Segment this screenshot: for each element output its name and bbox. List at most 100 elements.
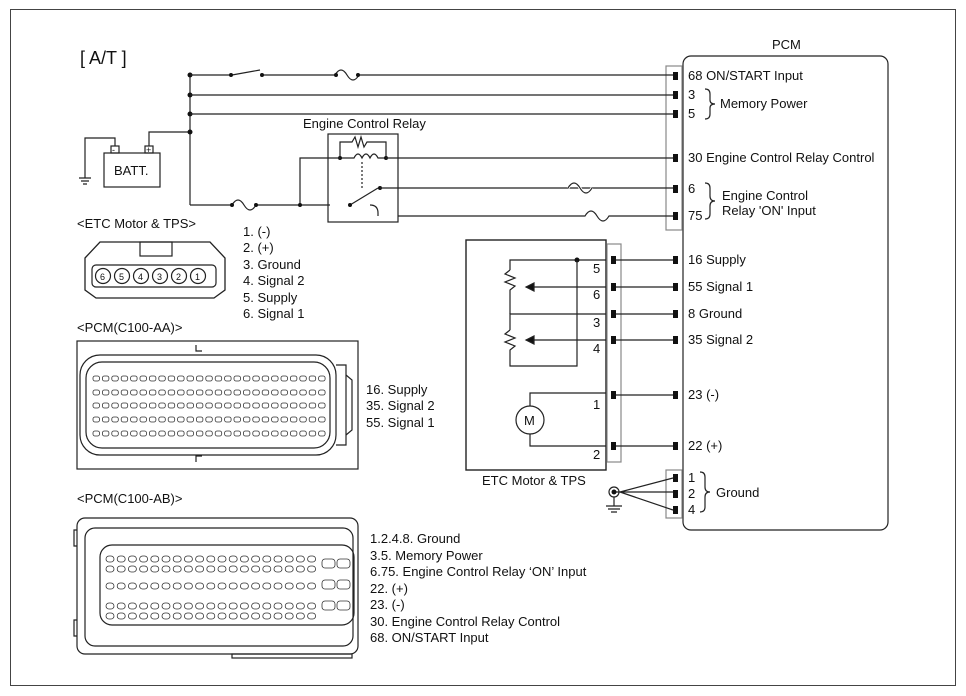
connector-pin xyxy=(183,555,193,563)
battery-plus: + xyxy=(146,145,151,155)
relay-coil-feed xyxy=(299,157,340,205)
connector-pin xyxy=(105,582,115,590)
c100aa-face xyxy=(85,361,331,449)
connector-pin xyxy=(92,402,100,409)
connector-pin xyxy=(214,430,223,437)
pcm-pin-22: 22 (+) xyxy=(688,438,722,453)
wire-68 xyxy=(190,69,673,76)
connector-pin xyxy=(105,565,115,573)
pcm-pin-8: 8 Ground xyxy=(688,306,742,321)
connector-pin xyxy=(195,402,204,409)
c100ab-legend-5: 23. (-) xyxy=(370,597,405,612)
connector-pin xyxy=(217,602,227,610)
connector-pin xyxy=(105,555,115,563)
connector-pin xyxy=(273,612,283,620)
c100aa-outer xyxy=(76,340,359,470)
connector-pin xyxy=(252,430,260,437)
c100aa-key-top xyxy=(195,345,202,352)
connector-pin xyxy=(308,375,317,382)
memory-power-brace xyxy=(704,88,716,120)
c100aa-legend-2: 35. Signal 2 xyxy=(366,398,435,413)
connector-pin xyxy=(242,375,251,382)
etc-legend-1: 1. (-) xyxy=(243,224,270,239)
connector-pin xyxy=(233,389,241,396)
pcm-pin-75: 75 xyxy=(688,208,702,223)
connector-pin xyxy=(224,389,232,396)
connector-pin xyxy=(139,612,149,620)
etc-motor-label: M xyxy=(524,413,535,428)
etc-conn-pin-4: 4 xyxy=(138,272,143,282)
c100ab-legend-4: 22. (+) xyxy=(370,581,408,596)
connector-pin xyxy=(161,555,171,563)
connector-pin xyxy=(172,555,182,563)
wire-75 xyxy=(398,210,673,222)
connector-pin xyxy=(92,416,100,423)
etc-pin-6: 6 xyxy=(593,287,600,302)
ground-wires xyxy=(616,477,674,511)
connector-pin xyxy=(177,389,185,396)
connector-pin xyxy=(295,555,305,563)
connector-pin xyxy=(116,602,126,610)
connector-pin xyxy=(262,612,272,620)
connector-pin xyxy=(228,612,238,620)
connector-pin xyxy=(318,375,326,382)
connector-pin xyxy=(158,430,166,437)
pcm-pin-3: 3 xyxy=(688,87,695,102)
connector-pin xyxy=(299,402,307,409)
etc-connector-title: <ETC Motor & TPS> xyxy=(77,216,196,231)
connector-pin xyxy=(299,375,307,382)
c100ab-legend-7: 68. ON/START Input xyxy=(370,630,489,645)
pcm-terminals xyxy=(673,72,678,514)
battery-label: BATT. xyxy=(114,163,148,178)
connector-pin xyxy=(195,582,205,590)
connector-pin xyxy=(161,565,171,573)
connector-pin xyxy=(273,555,283,563)
connector-pin xyxy=(271,430,279,437)
connector-pin xyxy=(148,430,157,437)
connector-pin xyxy=(284,612,294,620)
connector-pin xyxy=(148,402,157,409)
etc-legend-6: 6. Signal 1 xyxy=(243,306,304,321)
connector-pin xyxy=(252,416,260,423)
pcm-pin-35: 35 Signal 2 xyxy=(688,332,753,347)
diagram-title: [ A/T ] xyxy=(80,48,127,68)
connector-pin xyxy=(177,375,185,382)
motor-wires xyxy=(529,392,606,447)
memory-power-label: Memory Power xyxy=(720,96,808,111)
connector-pin xyxy=(252,402,260,409)
connector-pin xyxy=(120,402,129,409)
connector-pin xyxy=(233,402,241,409)
connector-pin xyxy=(111,430,119,437)
connector-pin xyxy=(299,430,307,437)
connector-pin xyxy=(195,602,205,610)
connector-pin xyxy=(172,582,182,590)
pcm-pin-2: 2 xyxy=(688,486,695,501)
connector-pin xyxy=(242,389,251,396)
connector-pin xyxy=(318,389,326,396)
connector-pin xyxy=(139,602,149,610)
c100ab-legend-3: 6.75. Engine Control Relay ‘ON’ Input xyxy=(370,564,587,579)
connector-pin xyxy=(308,430,317,437)
connector-pin xyxy=(242,402,251,409)
c100ab-shell xyxy=(84,527,354,647)
connector-pin xyxy=(120,416,129,423)
connector-pin xyxy=(233,416,241,423)
connector-pin xyxy=(148,375,157,382)
connector-pin xyxy=(217,582,227,590)
connector-pin xyxy=(150,565,160,573)
etc-legend-2: 2. (+) xyxy=(243,240,274,255)
connector-pin xyxy=(273,565,283,573)
connector-pin xyxy=(177,430,185,437)
connector-pin xyxy=(233,430,241,437)
connector-pin xyxy=(262,582,272,590)
connector-pin xyxy=(127,602,137,610)
connector-pin xyxy=(307,565,317,573)
connector-pin xyxy=(280,416,288,423)
etc-conn-pin-3: 3 xyxy=(157,272,162,282)
connector-pin xyxy=(102,375,110,382)
connector-pin xyxy=(102,402,110,409)
connector-pin xyxy=(299,389,307,396)
c100aa-key-bottom xyxy=(195,455,202,462)
etc-box-label: ETC Motor & TPS xyxy=(482,473,586,488)
connector-pin xyxy=(336,600,351,611)
